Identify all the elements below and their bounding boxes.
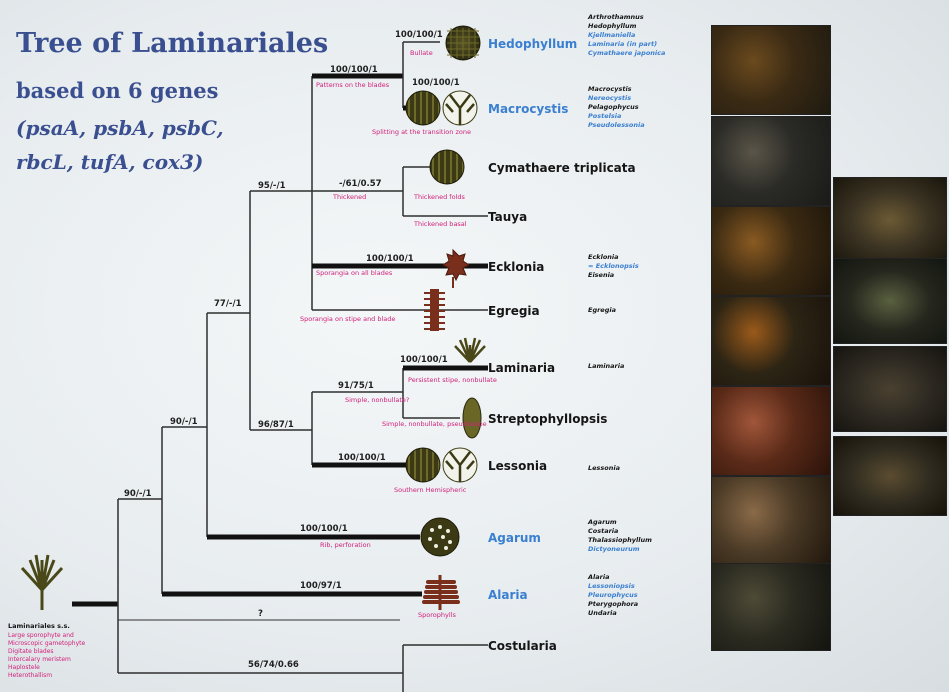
support-value-alaria: 100/97/1 (300, 581, 342, 591)
morphology-icons (22, 26, 485, 610)
trait-label-sporophylls: Sporophylls (418, 611, 456, 619)
kelp-photo (711, 116, 831, 206)
species-name-alaria: Lessoniopsis (588, 582, 635, 590)
species-name-macrocystis: Postelsia (588, 112, 621, 120)
tree-labels: 100/100/1 100/100/1 100/100/1 -/61/0.57 100/… (8, 13, 665, 679)
species-name-alaria: Pterygophora (588, 600, 638, 608)
taxon-label-laminaria: Laminaria (488, 361, 555, 375)
support-value-node90b: 90/-/1 (124, 489, 152, 499)
cymathaere-folds-icon (430, 150, 464, 184)
taxon-label-agarum: Agarum (488, 531, 541, 545)
species-name-laminaria: Laminaria (588, 362, 624, 370)
species-name-hedophyllum: Arthrothamnus (587, 13, 644, 21)
taxon-label-lessonia: Lessonia (488, 459, 547, 473)
support-value-node77: 77/-/1 (214, 299, 242, 309)
lessonia-blade-icon (406, 448, 440, 482)
macrocystis-blade-icon (406, 91, 440, 125)
taxon-label-alaria: Alaria (488, 588, 528, 602)
root-note: Heterothallism (8, 672, 52, 679)
support-value-agarum: 100/100/1 (300, 524, 348, 534)
taxon-label-tauya: Tauya (488, 210, 527, 224)
support-value-node90a: 90/-/1 (170, 417, 198, 427)
agarum-perforation-icon (421, 518, 459, 556)
root-note: Intercalary meristem (8, 656, 71, 663)
trait-label-sporangia_all: Sporangia on all blades (316, 269, 393, 277)
support-value-lessonia: 100/100/1 (338, 453, 386, 463)
species-name-ecklonia: Ecklonia (588, 253, 619, 261)
species-name-agarum: Thalassiophyllum (588, 536, 652, 544)
kelp-photo (711, 386, 831, 476)
species-name-macrocystis: Pelagophycus (588, 103, 639, 111)
support-value-cym_tauya: -/61/0.57 (339, 179, 382, 189)
taxon-label-streptophyllopsis: Streptophyllopsis (488, 412, 607, 426)
support-value-costularia: 56/74/0.66 (248, 660, 299, 670)
kelp-photo (711, 563, 831, 651)
trait-label-rib: Rib, perforation (320, 541, 371, 549)
kelp-photo (711, 25, 831, 115)
streptophyllopsis-blade-icon (463, 398, 481, 438)
support-value-ecklonia: 100/100/1 (366, 254, 414, 264)
kelp-photo (833, 177, 947, 263)
root-note: Microscopic gametophyte (8, 640, 85, 647)
root-note: Large sporophyte and (8, 632, 74, 639)
support-value-node96: 96/87/1 (258, 420, 294, 430)
trait-label-splitting: Splitting at the transition zone (372, 128, 471, 136)
taxon-label-hedophyllum: Hedophyllum (488, 37, 577, 51)
root-label: Laminariales s.s. (8, 622, 70, 630)
support-value-laminaria: 100/100/1 (400, 355, 448, 365)
ecklonia-leaf-icon (443, 250, 469, 280)
species-name-alaria: Undaria (588, 609, 617, 617)
species-name-alaria: Pleurophycus (588, 591, 638, 599)
kelp-photo (711, 296, 831, 386)
support-value-macrocystis: 100/100/1 (412, 78, 460, 88)
root-note: Haplostele (8, 664, 40, 671)
species-name-hedophyllum: Hedophyllum (588, 22, 637, 30)
kelp-photo (833, 258, 947, 344)
trait-label-simple1: Simple, nonbullate? (345, 396, 409, 404)
species-name-alaria: Alaria (587, 573, 609, 581)
species-name-agarum: Dictyoneurum (588, 545, 640, 553)
support-value-hedophyllum: 100/100/1 (395, 30, 443, 40)
species-name-hedophyllum: Laminaria (in part) (588, 40, 657, 48)
trait-label-patterns_blades: Patterns on the blades (316, 81, 390, 89)
taxon-label-ecklonia: Ecklonia (488, 260, 544, 274)
species-name-hedophyllum: Kjellmaniella (588, 31, 635, 39)
species-name-macrocystis: Nereocystis (588, 94, 631, 102)
species-name-ecklonia: Eisenia (588, 271, 614, 279)
trait-label-southern: Southern Hemispheric (394, 486, 467, 494)
species-name-ecklonia: = Ecklonopsis (588, 262, 639, 270)
support-value-hed_mac_clade: 100/100/1 (330, 65, 378, 75)
taxon-label-cymathaere: Cymathaere triplicata (488, 161, 636, 175)
kelp-photo (711, 206, 831, 296)
support-value-node95: 95/-/1 (258, 181, 286, 191)
species-name-macrocystis: Pseudolessonia (588, 121, 645, 129)
species-name-macrocystis: Macrocystis (588, 85, 632, 93)
species-name-agarum: Costaria (588, 527, 618, 535)
taxon-label-macrocystis: Macrocystis (488, 102, 568, 116)
kelp-photo (833, 436, 947, 516)
root-kelp-icon (22, 555, 62, 610)
kelp-photo (711, 476, 831, 566)
trait-label-sporangia_stipe: Sporangia on stipe and blade (300, 315, 395, 323)
support-value-lam_strep: 91/75/1 (338, 381, 374, 391)
trait-label-simple2: Simple, nonbullate, pseudostipe (382, 420, 487, 428)
trait-label-thickened_folds: Thickened folds (413, 193, 466, 201)
species-name-egregia: Egregia (588, 306, 616, 314)
tree-branches (72, 42, 488, 692)
trait-label-bullate: Bullate (410, 49, 433, 57)
support-value-unknown: ? (258, 609, 263, 619)
species-name-agarum: Agarum (587, 518, 617, 526)
laminaria-digitate-icon (455, 338, 485, 362)
trait-label-persistent: Persistent stipe, nonbullate (408, 376, 497, 384)
taxon-label-costularia: Costularia (488, 639, 557, 653)
species-name-hedophyllum: Cymathaere japonica (588, 49, 665, 57)
kelp-photo (833, 346, 947, 432)
taxon-label-egregia: Egregia (488, 304, 540, 318)
trait-label-thickened: Thickened (332, 193, 366, 201)
trait-label-thickened_basal: Thickened basal (413, 220, 467, 228)
species-name-lessonia: Lessonia (588, 464, 620, 472)
root-note: Digitate blades (8, 648, 54, 655)
